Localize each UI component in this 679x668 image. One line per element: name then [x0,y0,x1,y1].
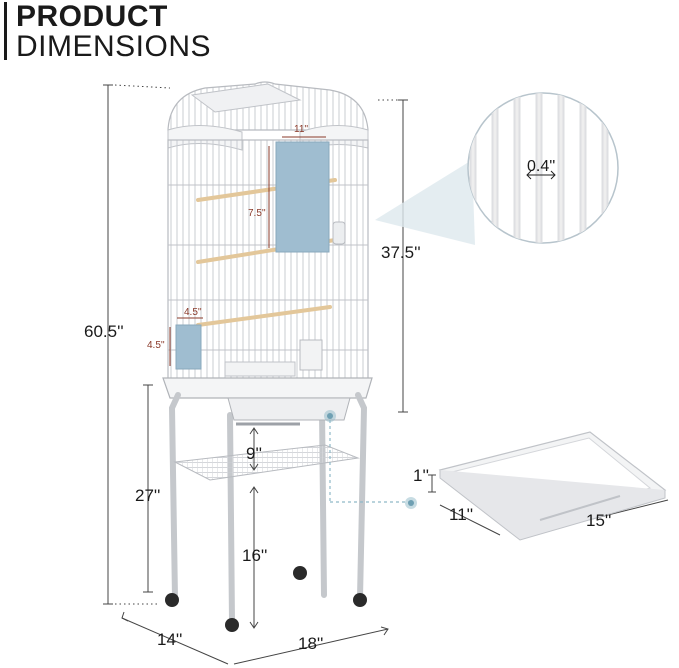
dim-door-height: 7.5'' [248,208,266,219]
stand [165,392,368,632]
dim-tray-width: 15'' [586,511,612,530]
dim-total-height: 60.5'' [84,322,124,341]
dim-door-width: 11'' [294,124,309,135]
dim-small-door-height: 4.5'' [147,340,165,351]
dim-cage-height: 37.5'' [381,243,421,262]
cage-body [162,81,373,399]
bar-spacing-zoom [375,92,619,245]
dim-small-door-width: 4.5'' [184,307,202,318]
dim-width: 18'' [298,634,324,653]
dim-tray-depth: 11'' [449,505,474,524]
title-dimensions: DIMENSIONS [16,30,212,63]
dim-shelf-gap: 9'' [246,444,262,463]
removable-tray [438,431,667,541]
title-accent-bar [4,2,7,60]
dim-tray-height: 1'' [413,466,429,485]
tray-callout [324,410,417,509]
dim-depth: 14'' [157,630,183,649]
dim-bar-spacing: 0.4'' [527,158,556,175]
dim-lower-height: 16'' [242,546,268,565]
dim-stand-height: 27'' [135,486,161,505]
title-product: PRODUCT [16,0,168,33]
